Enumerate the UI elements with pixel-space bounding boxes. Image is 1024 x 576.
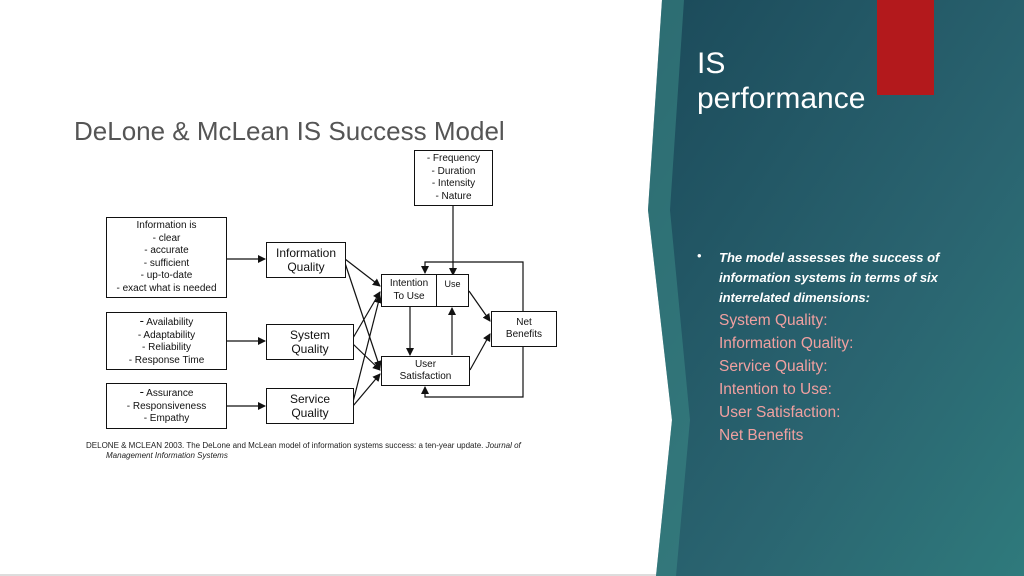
info-attr-accurate: - accurate bbox=[144, 245, 189, 256]
svc-attr-dash: - bbox=[139, 384, 144, 400]
arrow-satisfaction-to-net bbox=[469, 333, 491, 371]
use-measure-intensity: - Intensity bbox=[431, 178, 476, 189]
info-attr-up-to-date: - up-to-date bbox=[140, 270, 193, 281]
use-box: Use bbox=[436, 274, 469, 307]
feedback-net-to-satisfaction bbox=[421, 347, 524, 398]
information-quality-box: Information Quality bbox=[266, 242, 346, 278]
slide-title: IS performance bbox=[697, 46, 865, 116]
intention-to-use-box: Intention To Use bbox=[381, 274, 437, 307]
sq-line-2: Quality bbox=[291, 342, 329, 356]
system-attributes-box: - Availability - Adaptability - Reliabil… bbox=[106, 312, 227, 370]
service-quality-box: Service Quality bbox=[266, 388, 354, 424]
dimension-service-quality: Service Quality: bbox=[719, 358, 828, 375]
service-attributes-box: - Assurance - Responsiveness - Empathy bbox=[106, 383, 227, 429]
slide-title-line-1: IS bbox=[697, 47, 726, 80]
diagram-title: DeLone & McLean IS Success Model bbox=[74, 116, 505, 146]
info-attr-sufficient: - sufficient bbox=[143, 257, 190, 269]
svq-line-1: Service bbox=[289, 392, 330, 406]
intention-line-2: To Use bbox=[393, 290, 425, 302]
satisfaction-line-2: Satisfaction bbox=[399, 371, 452, 382]
arrow-svq-to-satisfaction bbox=[352, 373, 381, 407]
bullet-item: • The model assesses the success of info… bbox=[697, 248, 977, 308]
iq-line-1: Information bbox=[275, 246, 337, 260]
slide-title-line-2: performance bbox=[697, 82, 866, 115]
teal-panel bbox=[648, 0, 1024, 576]
intention-line-1: Intention bbox=[389, 278, 429, 289]
arrow-iq-to-satisfaction bbox=[344, 262, 382, 369]
use-measures-box: - Frequency - Duration - Intensity - Nat… bbox=[414, 150, 493, 206]
use-label: Use bbox=[444, 279, 461, 289]
sys-attr-response-time: - Response Time bbox=[128, 354, 205, 366]
svc-attr-responsiveness: - Responsiveness bbox=[126, 400, 207, 412]
svc-attr-assurance-text: Assurance bbox=[146, 388, 194, 400]
svc-attr-empathy: - Empathy bbox=[143, 413, 190, 425]
arrow-svq-to-intention bbox=[352, 295, 383, 403]
bullet-icon: • bbox=[697, 248, 702, 263]
user-satisfaction-box: User Satisfaction bbox=[381, 356, 470, 386]
slide-content: • The model assesses the success of info… bbox=[697, 248, 977, 447]
info-attr-clear: - clear bbox=[152, 232, 181, 244]
sys-attr-reliability: - Reliability bbox=[142, 342, 191, 353]
net-benefits-box: Net Benefits bbox=[491, 311, 557, 347]
iq-line-2: Quality bbox=[287, 260, 325, 274]
dimension-user-satisfaction: User Satisfaction: bbox=[719, 404, 841, 421]
use-measure-duration: - Duration bbox=[431, 165, 476, 177]
bullet-text: The model assesses the success of inform… bbox=[719, 250, 940, 305]
dimension-information-quality: Information Quality: bbox=[719, 335, 854, 352]
arrow-iq-to-intention bbox=[344, 258, 381, 287]
sq-line-1: System bbox=[289, 328, 330, 342]
use-measure-frequency: - Frequency bbox=[426, 153, 481, 164]
net-line-1: Net bbox=[516, 316, 532, 328]
citation-journal-rest: Management Information Systems bbox=[106, 451, 228, 460]
dimension-system-quality: System Quality: bbox=[719, 312, 828, 329]
svq-line-2: Quality bbox=[291, 406, 329, 420]
info-attr-exact: - exact what is needed bbox=[116, 282, 217, 294]
feedback-net-to-intention bbox=[421, 261, 524, 311]
dimension-intention-to-use: Intention to Use: bbox=[719, 381, 832, 398]
information-attributes-box: Information is - clear - accurate - suff… bbox=[106, 217, 227, 298]
arrow-sq-to-satisfaction bbox=[352, 343, 381, 371]
red-accent-bar bbox=[877, 0, 934, 95]
dimension-net-benefits: Net Benefits bbox=[719, 427, 804, 444]
sys-attr-dash: - bbox=[139, 313, 145, 328]
citation-text: DELONE & MCLEAN 2003. The DeLone and McL… bbox=[86, 441, 484, 450]
net-line-2: Benefits bbox=[505, 329, 543, 340]
citation-journal-first: Journal of bbox=[485, 441, 521, 450]
teal-panel-edge bbox=[648, 0, 690, 576]
satisfaction-line-1: User bbox=[414, 358, 437, 370]
use-measure-nature: - Nature bbox=[435, 190, 472, 202]
sys-attr-availability-text: Availability bbox=[146, 317, 194, 328]
system-quality-box: System Quality bbox=[266, 324, 354, 360]
diagram-citation: DELONE & MCLEAN 2003. The DeLone and McL… bbox=[86, 441, 546, 461]
sys-attr-availability: - Availability bbox=[139, 313, 194, 330]
sys-attr-adaptability: - Adaptability bbox=[137, 329, 196, 341]
info-attr-heading: Information is bbox=[136, 220, 197, 231]
dimension-list: System Quality: Information Quality: Ser… bbox=[697, 309, 977, 447]
svc-attr-assurance: - Assurance bbox=[139, 384, 194, 401]
arrow-use-to-net bbox=[468, 290, 491, 322]
